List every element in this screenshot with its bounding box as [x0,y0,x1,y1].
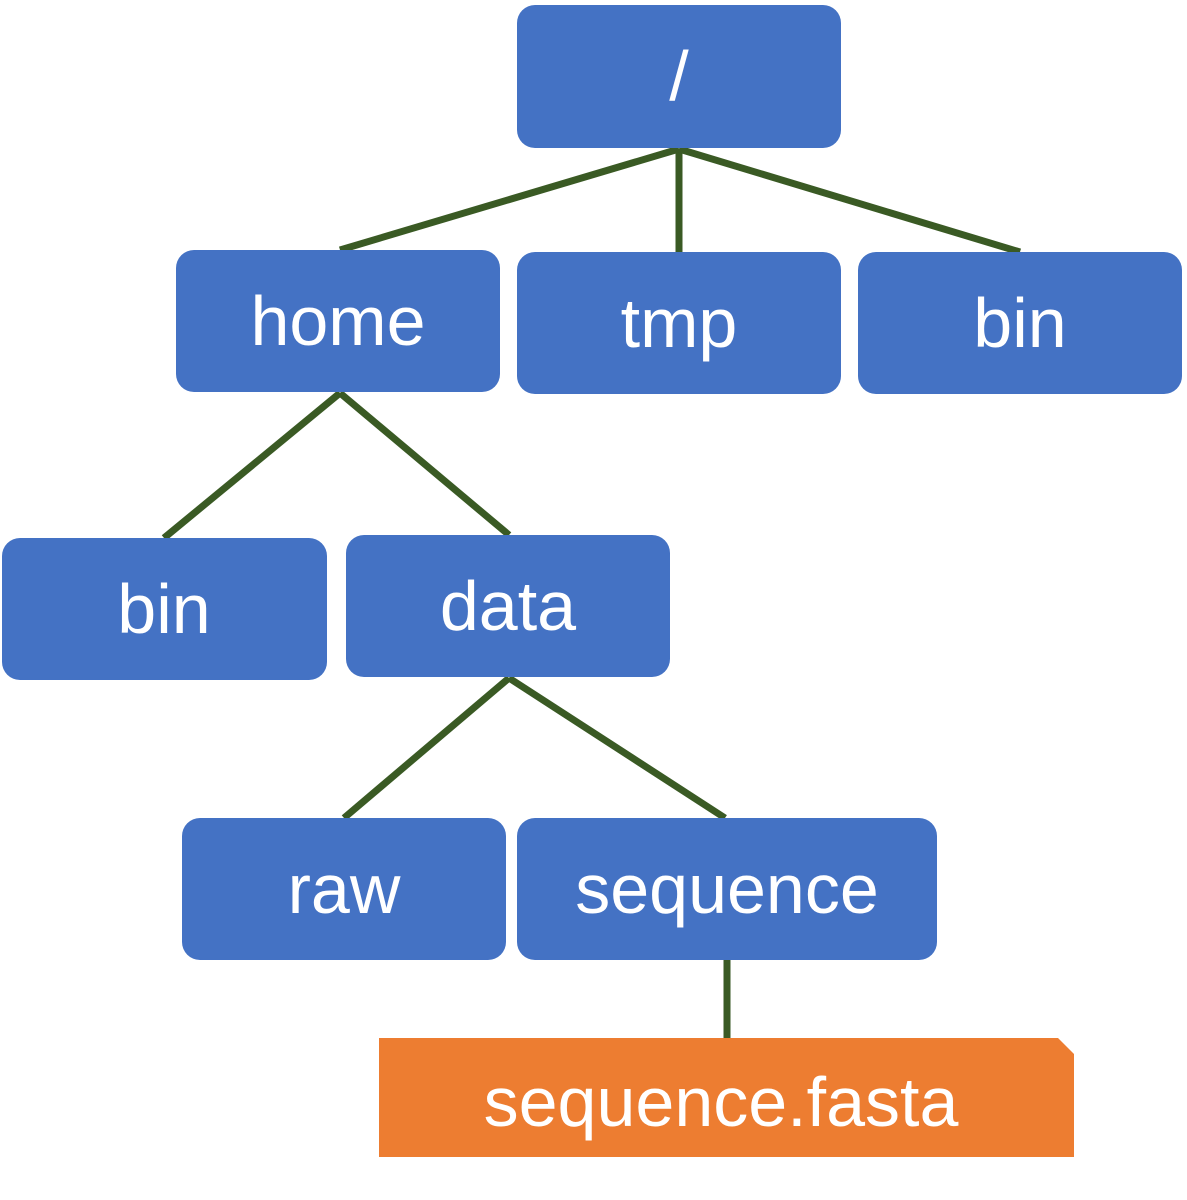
node-home-label: home [250,282,425,360]
connector-data-raw [341,675,512,821]
node-tmp-label: tmp [621,284,738,362]
node-data[interactable]: data [346,535,670,677]
connector-root-bin [677,145,1022,256]
node-bin-root-label: bin [973,284,1066,362]
node-home[interactable]: home [176,250,500,392]
connectors [161,145,1022,1038]
node-raw-label: raw [288,850,401,928]
node-bin-root[interactable]: bin [858,252,1182,394]
node-sequence-label: sequence [575,850,879,928]
connector-root-home [339,145,680,254]
connector-home-bin [161,390,343,541]
node-bin-home[interactable]: bin [2,538,327,680]
node-raw[interactable]: raw [182,818,506,960]
connector-home-data [337,390,512,538]
node-sequence-fasta-label: sequence.fasta [484,1063,959,1141]
node-data-label: data [440,567,576,645]
node-sequence[interactable]: sequence [517,818,937,960]
connector-data-sequence [507,675,727,821]
node-root[interactable]: / [517,5,841,148]
node-root-label: / [669,37,689,115]
node-sequence-fasta-file[interactable]: sequence.fasta [379,1038,1074,1157]
node-bin-home-label: bin [117,570,210,648]
node-tmp[interactable]: tmp [517,252,841,394]
